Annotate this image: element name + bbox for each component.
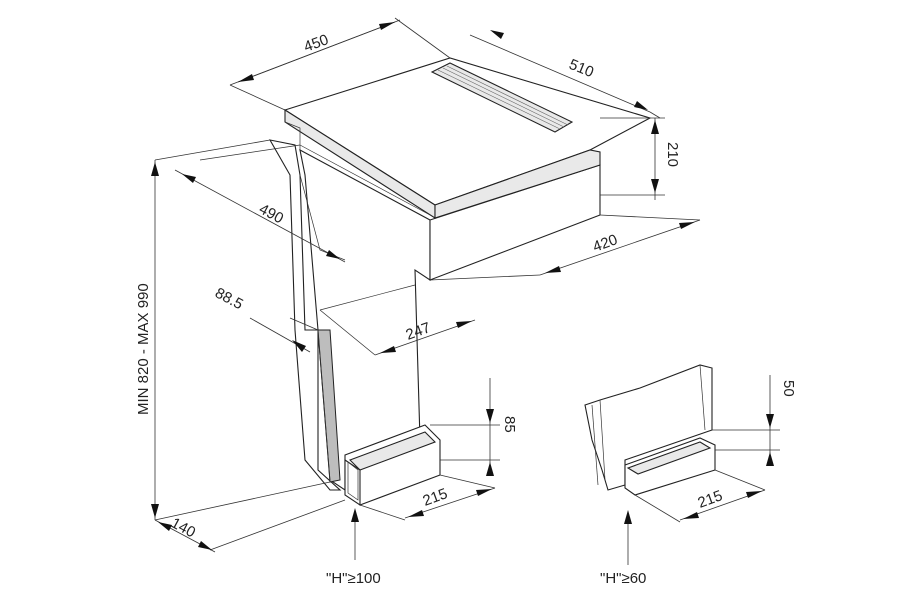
dimension-labels: 450 510 210 490 420 88.5 247 85 215 140 … [135,31,797,587]
alternate-dimension-lines [624,375,780,565]
label-body-depth: 490 [256,201,286,228]
label-top-depth: 510 [567,56,597,81]
label-body-width: 420 [591,231,620,256]
label-outlet-width-main: 215 [421,485,450,510]
label-clearance-alt: "H"≥60 [600,570,646,587]
vent-grille-slats [437,65,569,130]
label-outlet-height-main: 85 [501,416,518,433]
label-clearance-main: "H"≥100 [326,570,381,587]
label-offset: 88.5 [212,285,246,314]
label-bottom-offset: 140 [168,515,198,542]
label-top-width: 450 [302,31,331,56]
label-outlet-width-alt: 215 [696,487,725,512]
label-total-height: MIN 820 - MAX 990 [135,283,152,415]
label-outlet-height-alt: 50 [780,380,797,397]
label-unit-height: 210 [664,142,681,167]
dimension-lines [151,17,701,560]
alternate-outlet-drawing [584,364,716,496]
hob-unit-drawing [268,57,652,507]
